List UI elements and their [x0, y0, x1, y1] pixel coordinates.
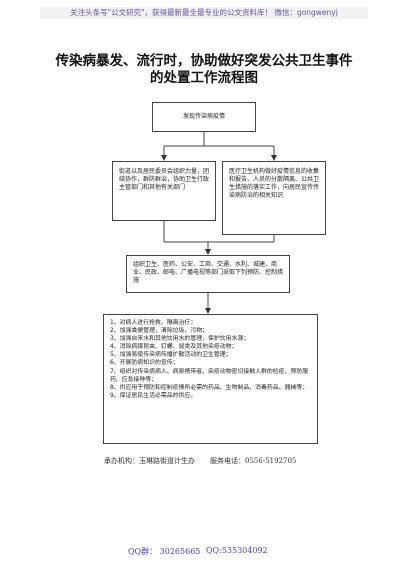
control-step: 4、消除病媒昆虫、钉螺、鼠类及其他染疫动物；	[110, 344, 238, 351]
qq-group-link[interactable]: QQ群： 30265665	[128, 547, 201, 556]
control-step: 8、供应用于预防和控制疫情所必需的药品、生物制品、消毒药品、器械等；	[110, 384, 309, 391]
page-title-line1: 传染病暴发、流行时，协助做好突发公共卫生事件	[55, 53, 353, 69]
qq-contact-link[interactable]: QQ:535304092	[206, 546, 268, 555]
control-step: 5、加强易使传染病传播扩散活动的卫生管理；	[110, 352, 232, 359]
control-step: 6、开展防病知识的宣传；	[110, 360, 179, 367]
control-step: 9、保证居民生活必需品的供应。	[110, 392, 197, 399]
page-title-line2: 的处置工作流程图	[150, 70, 258, 86]
control-step: 2、加强粪便管理，清除垃圾、污物；	[110, 328, 208, 335]
node-control-steps: 1、对病人进行抢救、隔离治疗； 2、加强粪便管理，清除垃圾、污物； 3、加强自来…	[103, 314, 318, 444]
node-medical-institutions-label: 医疗卫生机构做好疫情信息的收集和报告、人员的分散隔离、公共卫生措施的落实工作，向…	[229, 168, 320, 199]
control-step: 7、组织对传染病病人、病原携带者、染疫动物密切接触人群的检疫、预防服药、应急接种…	[110, 368, 309, 383]
header-banner: 关注头条号"公文研究"，获得最新最全最专业的公文资料库！ 微信：gongweny…	[40, 7, 368, 19]
node-medical-institutions: 医疗卫生机构做好疫情信息的收集和报告、人员的分散隔离、公共卫生措施的落实工作，向…	[222, 161, 326, 235]
footer-organizer: 承办机构：玉琳路街道计生办	[104, 457, 195, 465]
node-community-organize-label: 街道以及居民委员会组织力量，团结协作，群防群治，协助卫生行政主管部门和其他有关部…	[119, 168, 210, 191]
node-discover-epidemic-label: 发现传染病疫情	[182, 113, 225, 120]
node-departments-measures-label: 组织卫生、医药、公安、工商、交通、水利、城建、商业、民政、邮电、广播电视等部门采…	[133, 261, 284, 284]
node-community-organize: 街道以及居民委员会组织力量，团结协作，群防群治，协助卫生行政主管部门和其他有关部…	[112, 161, 216, 221]
node-departments-measures: 组织卫生、医药、公安、工商、交通、水利、城建、商业、民政、邮电、广播电视等部门采…	[126, 255, 290, 293]
control-step: 1、对病人进行抢救、隔离治疗；	[110, 320, 197, 326]
footer-phone: 服务电话：0556-5192705	[210, 457, 297, 465]
control-steps-list: 1、对病人进行抢救、隔离治疗； 2、加强粪便管理，清除垃圾、污物； 3、加强自来…	[110, 319, 311, 400]
control-step: 3、加强自来水和其他饮用水的管理，保护饮用水源；	[110, 336, 250, 343]
node-discover-epidemic: 发现传染病疫情	[152, 102, 256, 132]
